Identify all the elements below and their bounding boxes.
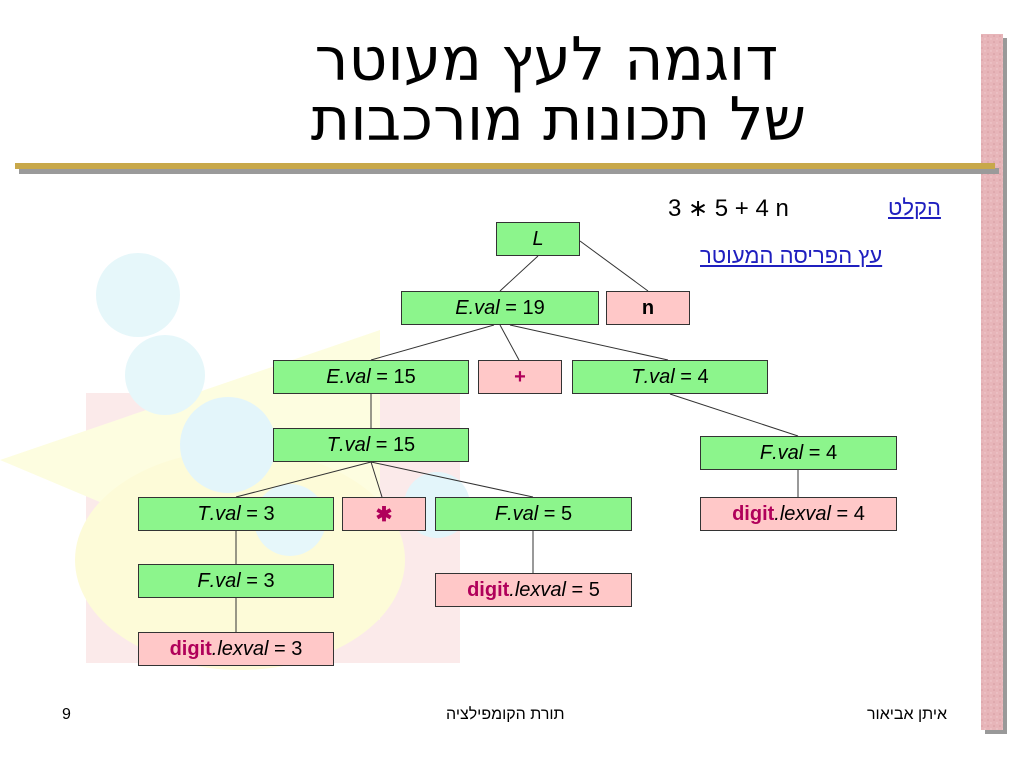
input-expression: 3 ∗ 5 + 4 n xyxy=(668,195,789,222)
edge-T-T xyxy=(235,461,372,498)
node-T-val-3: T.val = 3 xyxy=(138,497,334,531)
edge-T-star xyxy=(370,461,383,498)
parse-tree-label[interactable]: עץ הפריסה המעוטר xyxy=(700,243,883,268)
input-label[interactable]: הקלט xyxy=(888,195,941,220)
node-digit-lexval-4: digit.lexval = 4 xyxy=(700,497,897,531)
node-E-val-15: E.val = 15 xyxy=(273,360,469,394)
node-F-val-3: F.val = 3 xyxy=(138,564,334,598)
node-F-val-5: F.val = 5 xyxy=(435,497,632,531)
node-star: ✱ xyxy=(342,497,426,531)
edge-E-plus xyxy=(499,324,520,361)
edge-L-E xyxy=(499,255,539,292)
node-n: n xyxy=(606,291,690,325)
sidebar-bar xyxy=(981,34,1007,734)
page-number: 9 xyxy=(62,706,71,723)
node-E-val-19: E.val = 19 xyxy=(401,291,599,325)
node-plus: + xyxy=(478,360,562,394)
footer-author: איתן אביאור xyxy=(867,706,948,723)
edge-L-n xyxy=(579,240,649,292)
edge-E-T xyxy=(509,324,669,361)
title-rule xyxy=(15,163,999,174)
node-digit-lexval-5: digit.lexval = 5 xyxy=(435,573,632,607)
slide-title-line1: דוגמה לעץ מעוטר xyxy=(314,25,778,95)
node-F-val-4: F.val = 4 xyxy=(700,436,897,470)
footer-course: תורת הקומפילציה xyxy=(446,706,565,723)
edge-E-E xyxy=(370,324,495,361)
node-T-val-4: T.val = 4 xyxy=(572,360,768,394)
node-digit-lexval-3: digit.lexval = 3 xyxy=(138,632,334,666)
node-L: L xyxy=(496,222,580,256)
node-T-val-15: T.val = 15 xyxy=(273,428,469,462)
edge-T-F2 xyxy=(370,461,534,498)
edge-T-F xyxy=(669,393,799,437)
slide-title-line2: של תכונות מורכבות xyxy=(310,85,806,155)
